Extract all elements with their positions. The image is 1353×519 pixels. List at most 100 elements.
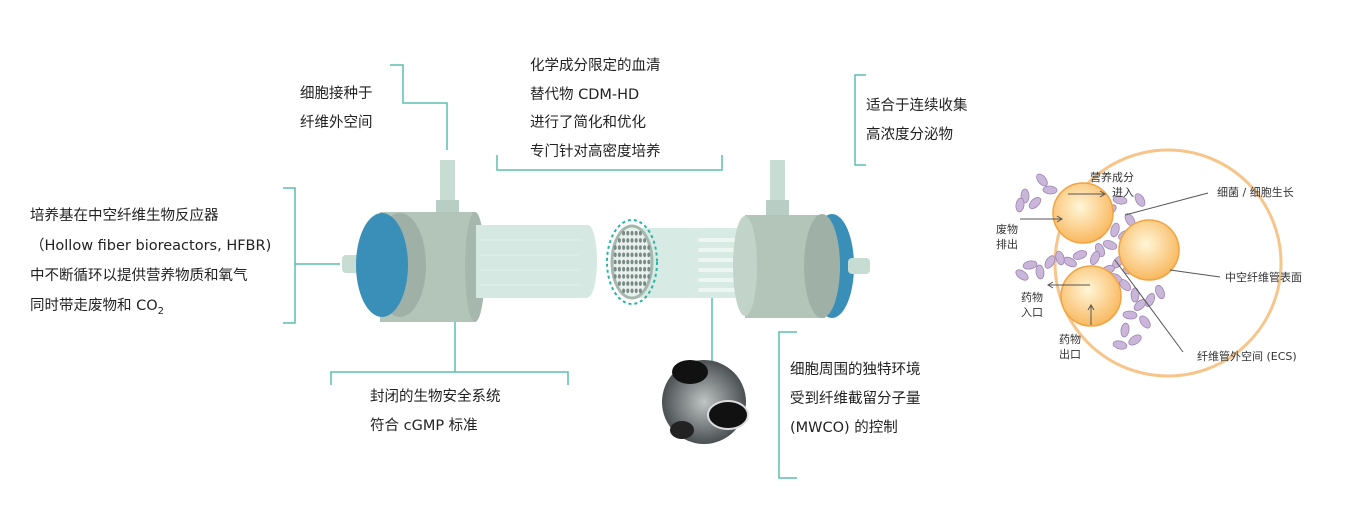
fiber-hole bbox=[638, 266, 642, 272]
cell bbox=[1112, 195, 1128, 205]
cell bbox=[1155, 284, 1165, 300]
hollow-fiber bbox=[1118, 219, 1180, 281]
fiber-hole bbox=[643, 281, 647, 286]
bracket-closed bbox=[330, 318, 569, 385]
label-line: 替代物 CDM-HD bbox=[530, 86, 640, 103]
fiber-hole bbox=[647, 266, 651, 272]
fiber-hole bbox=[638, 230, 642, 236]
label-line: 营养成分 bbox=[1090, 171, 1134, 184]
fiber-hole bbox=[634, 281, 638, 286]
fiber-hole bbox=[626, 281, 630, 286]
label-fiber-surface: 中空纤维管表面 bbox=[1225, 271, 1302, 284]
label-line: 符合 cGMP 标准 bbox=[370, 417, 478, 434]
fiber-hole bbox=[617, 259, 621, 265]
fiber-hole bbox=[638, 245, 642, 250]
fiber-hole bbox=[634, 238, 638, 243]
fiber-hole bbox=[613, 245, 617, 250]
cell bbox=[1089, 251, 1101, 265]
subscript: 2 bbox=[157, 305, 165, 317]
fiber-hole bbox=[647, 245, 651, 250]
label-waste-out: 废物 排出 bbox=[996, 222, 1018, 252]
left-blue-cap bbox=[356, 213, 408, 317]
fiber-hole bbox=[643, 245, 647, 250]
left-top-port bbox=[440, 160, 455, 205]
fiber-hole bbox=[622, 266, 626, 272]
label-line: 进行了简化和优化 bbox=[530, 115, 646, 131]
cell bbox=[1072, 250, 1088, 260]
fiber-hole bbox=[630, 238, 634, 243]
label-line: 细胞周围的独特环境 bbox=[790, 362, 921, 378]
hollow-fiber bbox=[1060, 265, 1122, 327]
fiber-hole bbox=[626, 230, 630, 236]
fiber-hole bbox=[617, 238, 621, 243]
cell bbox=[1028, 197, 1042, 209]
cell bbox=[1022, 260, 1038, 270]
cell bbox=[1112, 340, 1128, 350]
label-line: （Hollow fiber bioreactors, HFBR) bbox=[30, 238, 272, 254]
fiber-hole bbox=[634, 252, 638, 258]
cell bbox=[1102, 240, 1118, 250]
label-line: 药物 bbox=[1059, 333, 1081, 346]
fiber-hole bbox=[647, 259, 651, 265]
fiber-hole bbox=[643, 266, 647, 272]
fiber-hole bbox=[613, 274, 617, 279]
leader-cell-growth bbox=[1124, 192, 1209, 216]
fiber-hole bbox=[622, 230, 626, 236]
bracket-harvest bbox=[854, 74, 866, 166]
fiber-hole bbox=[643, 274, 647, 279]
bracket-serum bbox=[496, 155, 723, 171]
fiber-hole bbox=[634, 259, 638, 265]
cell bbox=[1015, 269, 1029, 281]
right-port-pipe bbox=[848, 258, 870, 274]
fiber-hole bbox=[643, 238, 647, 243]
leader-fiber-surface bbox=[1169, 269, 1221, 278]
cell bbox=[1110, 222, 1120, 238]
bracket-environment bbox=[778, 331, 797, 479]
cell bbox=[1128, 334, 1142, 346]
fiber-hole bbox=[622, 288, 626, 294]
label-ecs: 纤维管外空间 (ECS) bbox=[1197, 350, 1297, 363]
cell bbox=[1144, 293, 1156, 307]
leader-ecs bbox=[1114, 259, 1184, 353]
fiber-hole bbox=[613, 252, 617, 258]
fiber-hole bbox=[638, 252, 642, 258]
fiber-hole bbox=[626, 252, 630, 258]
fiber-hole bbox=[626, 259, 630, 265]
fiber-hole bbox=[643, 259, 647, 265]
label-environment: 细胞周围的独特环境 受到纤维截留分子量 (MWCO) 的控制 bbox=[790, 356, 921, 443]
fiber-hole bbox=[630, 266, 634, 272]
cell bbox=[1055, 250, 1065, 266]
label-line: 中不断循环以提供营养物质和氧气 bbox=[30, 268, 248, 284]
cell bbox=[1015, 197, 1025, 213]
arrow-drug-in bbox=[1047, 281, 1090, 289]
fiber-hole bbox=[630, 230, 634, 236]
fiber-hole bbox=[634, 230, 638, 236]
fiber-hole bbox=[617, 266, 621, 272]
label-line: 进入 bbox=[1112, 186, 1134, 199]
fiber-cross-section-diagram bbox=[1015, 148, 1283, 378]
right-housing bbox=[745, 215, 825, 318]
fiber-hole bbox=[626, 238, 630, 243]
label-line: 化学成分限定的血清 bbox=[530, 58, 661, 74]
fiber-hole bbox=[643, 252, 647, 258]
label-serum: 化学成分限定的血清 替代物 CDM-HD 进行了简化和优化 专门针对高密度培养 bbox=[530, 52, 661, 166]
fiber-hole bbox=[634, 266, 638, 272]
label-line: 排出 bbox=[996, 238, 1018, 251]
fiber-hole bbox=[626, 274, 630, 279]
bioreactor-illustration bbox=[342, 160, 870, 322]
cell bbox=[1122, 310, 1138, 320]
cell bbox=[1044, 255, 1056, 269]
label-medium: 培养基在中空纤维生物反应器 （Hollow fiber bioreactors,… bbox=[30, 201, 271, 327]
label-harvest: 适合于连续收集 高浓度分泌物 bbox=[866, 92, 968, 149]
fiber-hole bbox=[634, 288, 638, 294]
fiber-hole bbox=[617, 252, 621, 258]
fiber-hole bbox=[622, 238, 626, 243]
fiber-hole bbox=[626, 288, 630, 294]
hollow-fiber bbox=[1052, 182, 1114, 244]
cell bbox=[1042, 185, 1058, 195]
fiber-hole bbox=[634, 274, 638, 279]
fiber-hole bbox=[638, 281, 642, 286]
fiber-hole bbox=[630, 252, 634, 258]
fiber-hole bbox=[634, 245, 638, 250]
label-line: 药物 bbox=[1021, 291, 1043, 304]
